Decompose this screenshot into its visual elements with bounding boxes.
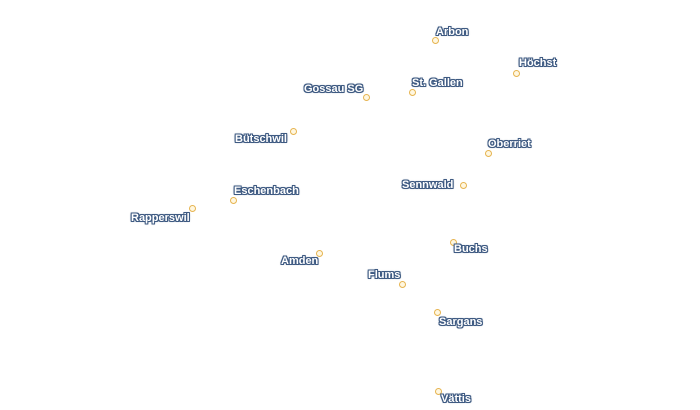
place-label-buchs: Buchs [454,243,488,255]
place-marker-oberriet[interactable] [485,150,492,157]
place-label-arbon: Arbon [436,26,469,38]
place-label-vattis: Vättis [441,393,471,405]
place-marker-amden[interactable] [316,250,323,257]
place-label-oberriet: Oberriet [488,138,531,150]
place-marker-eschenbach[interactable] [230,197,237,204]
place-label-hochst: Höchst [519,57,557,69]
place-label-rapperswil: Rapperswil [131,212,190,224]
place-marker-buchs[interactable] [450,239,457,246]
place-marker-vattis[interactable] [435,388,442,395]
place-marker-arbon[interactable] [432,37,439,44]
place-label-butschwil: Bütschwil [235,133,287,145]
place-label-flums: Flums [368,269,401,281]
place-label-gossau-sg: Gossau SG [304,83,364,95]
place-label-eschenbach: Eschenbach [234,185,299,197]
place-marker-sargans[interactable] [434,309,441,316]
place-label-sennwald: Sennwald [402,179,454,191]
place-marker-st-gallen[interactable] [409,89,416,96]
place-marker-flums[interactable] [399,281,406,288]
place-marker-butschwil[interactable] [290,128,297,135]
place-marker-sennwald[interactable] [460,182,467,189]
place-label-sargans: Sargans [439,316,483,328]
place-label-st-gallen: St. Gallen [412,77,463,89]
place-marker-hochst[interactable] [513,70,520,77]
place-label-amden: Amden [281,255,319,267]
place-marker-gossau-sg[interactable] [363,94,370,101]
place-marker-rapperswil[interactable] [189,205,196,212]
